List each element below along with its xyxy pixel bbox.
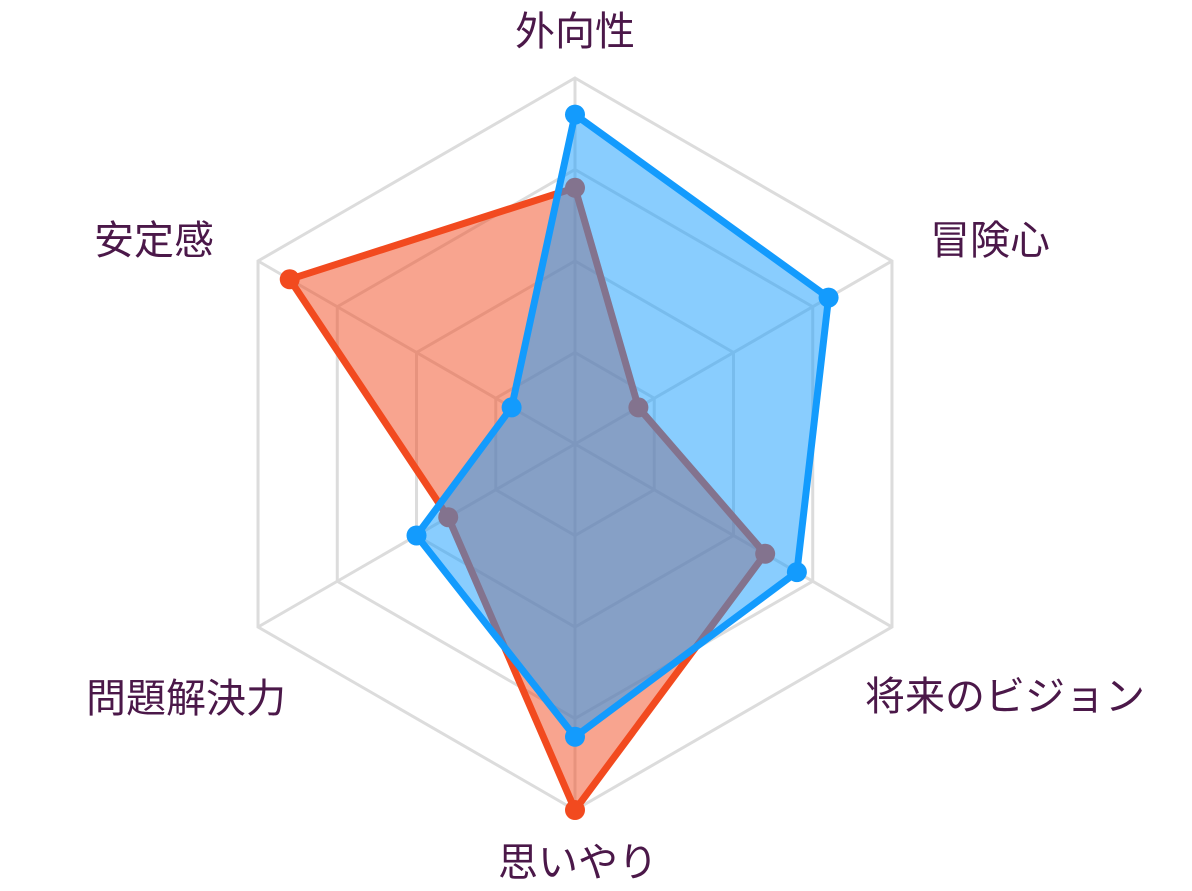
- series-blue-point-2: [786, 562, 807, 583]
- axis-label-1: 冒険心: [930, 218, 1050, 264]
- series-blue-point-5: [501, 397, 522, 418]
- series-blue-point-3: [565, 726, 585, 747]
- axis-label-3: 思いやり: [498, 840, 658, 886]
- series-blue-point-0: [565, 104, 585, 125]
- radar-series: [279, 104, 839, 820]
- axis-label-4: 問題解決力: [86, 676, 286, 722]
- series-blue-point-4: [406, 525, 427, 546]
- series-orange-point-3: [565, 800, 585, 820]
- series-blue-point-1: [818, 287, 839, 308]
- series-blue: [406, 104, 839, 747]
- axis-label-2: 将来のビジョン: [865, 674, 1145, 720]
- axis-labels: 外向性 冒険心 将来のビジョン 思いやり 問題解決力 安定感: [86, 9, 1145, 886]
- series-orange-point-5: [279, 269, 300, 290]
- axis-label-5: 安定感: [94, 218, 214, 264]
- axis-label-0: 外向性: [515, 9, 635, 55]
